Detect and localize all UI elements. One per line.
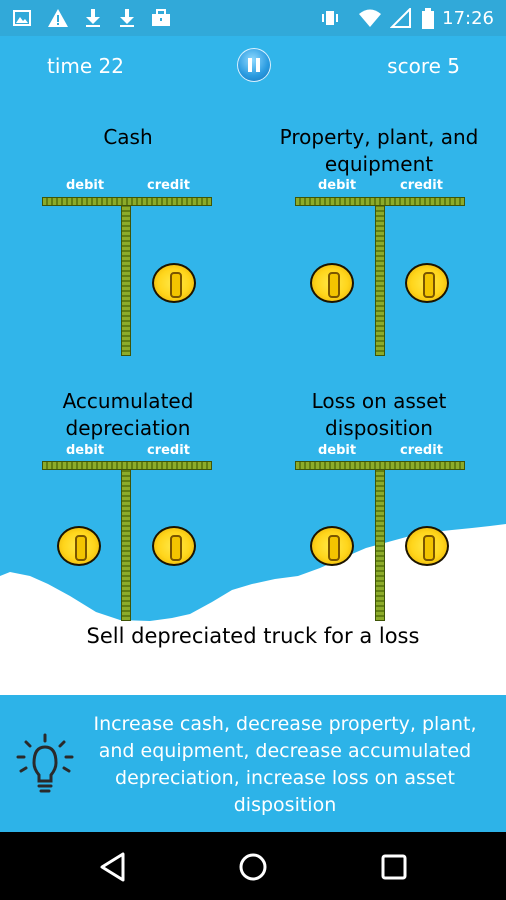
recent-apps-icon[interactable] [377, 850, 411, 884]
download-icon [120, 9, 134, 27]
credit-label: credit [147, 443, 190, 458]
hint-text: Increase cash, decrease property, plant,… [93, 713, 477, 816]
briefcase-icon [152, 9, 170, 26]
coin-loss-debit[interactable] [310, 526, 354, 566]
account-title-cash: Cash [103, 125, 153, 149]
download-icon [86, 9, 100, 27]
account-title-loss-on-disposition: Loss on asset disposition [311, 389, 447, 440]
credit-label: credit [400, 178, 443, 193]
hud-score: score 5 [387, 54, 460, 78]
coin-cash-credit[interactable] [152, 263, 196, 303]
lightbulb-icon [16, 733, 74, 793]
t-account-stem [375, 469, 385, 621]
t-account-stem [121, 469, 131, 621]
account-title-ppe: Property, plant, and equipment [279, 125, 479, 176]
hud-time: time 22 [47, 54, 124, 78]
pause-icon [256, 58, 260, 72]
coin-accumulated-depreciation-debit[interactable] [57, 526, 101, 566]
credit-label: credit [400, 443, 443, 458]
vibrate-icon [322, 11, 338, 25]
status-bar: 17:26 [0, 0, 506, 36]
coin-ppe-credit[interactable] [405, 263, 449, 303]
t-account-stem [375, 205, 385, 356]
coin-ppe-debit[interactable] [310, 263, 354, 303]
status-clock: 17:26 [442, 8, 494, 29]
signal-icon [390, 8, 411, 28]
game-area: time 22 score 5 Cash debit credit Proper… [0, 36, 506, 695]
pause-button[interactable] [237, 48, 271, 82]
debit-label: debit [66, 443, 105, 458]
image-icon [13, 10, 31, 26]
transaction-prompt: Sell depreciated truck for a loss [86, 624, 420, 648]
battery-icon [422, 8, 434, 29]
pause-icon [248, 58, 252, 72]
coin-loss-credit[interactable] [405, 526, 449, 566]
debit-label: debit [66, 178, 105, 193]
back-icon[interactable] [96, 850, 130, 884]
debit-label: debit [318, 178, 357, 193]
navigation-bar [0, 832, 506, 900]
hint-panel: Increase cash, decrease property, plant,… [0, 695, 506, 832]
credit-label: credit [147, 178, 190, 193]
home-icon[interactable] [236, 850, 270, 884]
coin-accumulated-depreciation-credit[interactable] [152, 526, 196, 566]
account-title-accumulated-depreciation: Accumulated depreciation [62, 389, 194, 440]
t-account-stem [121, 205, 131, 356]
warning-icon [48, 9, 68, 27]
debit-label: debit [318, 443, 357, 458]
wifi-icon [359, 9, 381, 27]
